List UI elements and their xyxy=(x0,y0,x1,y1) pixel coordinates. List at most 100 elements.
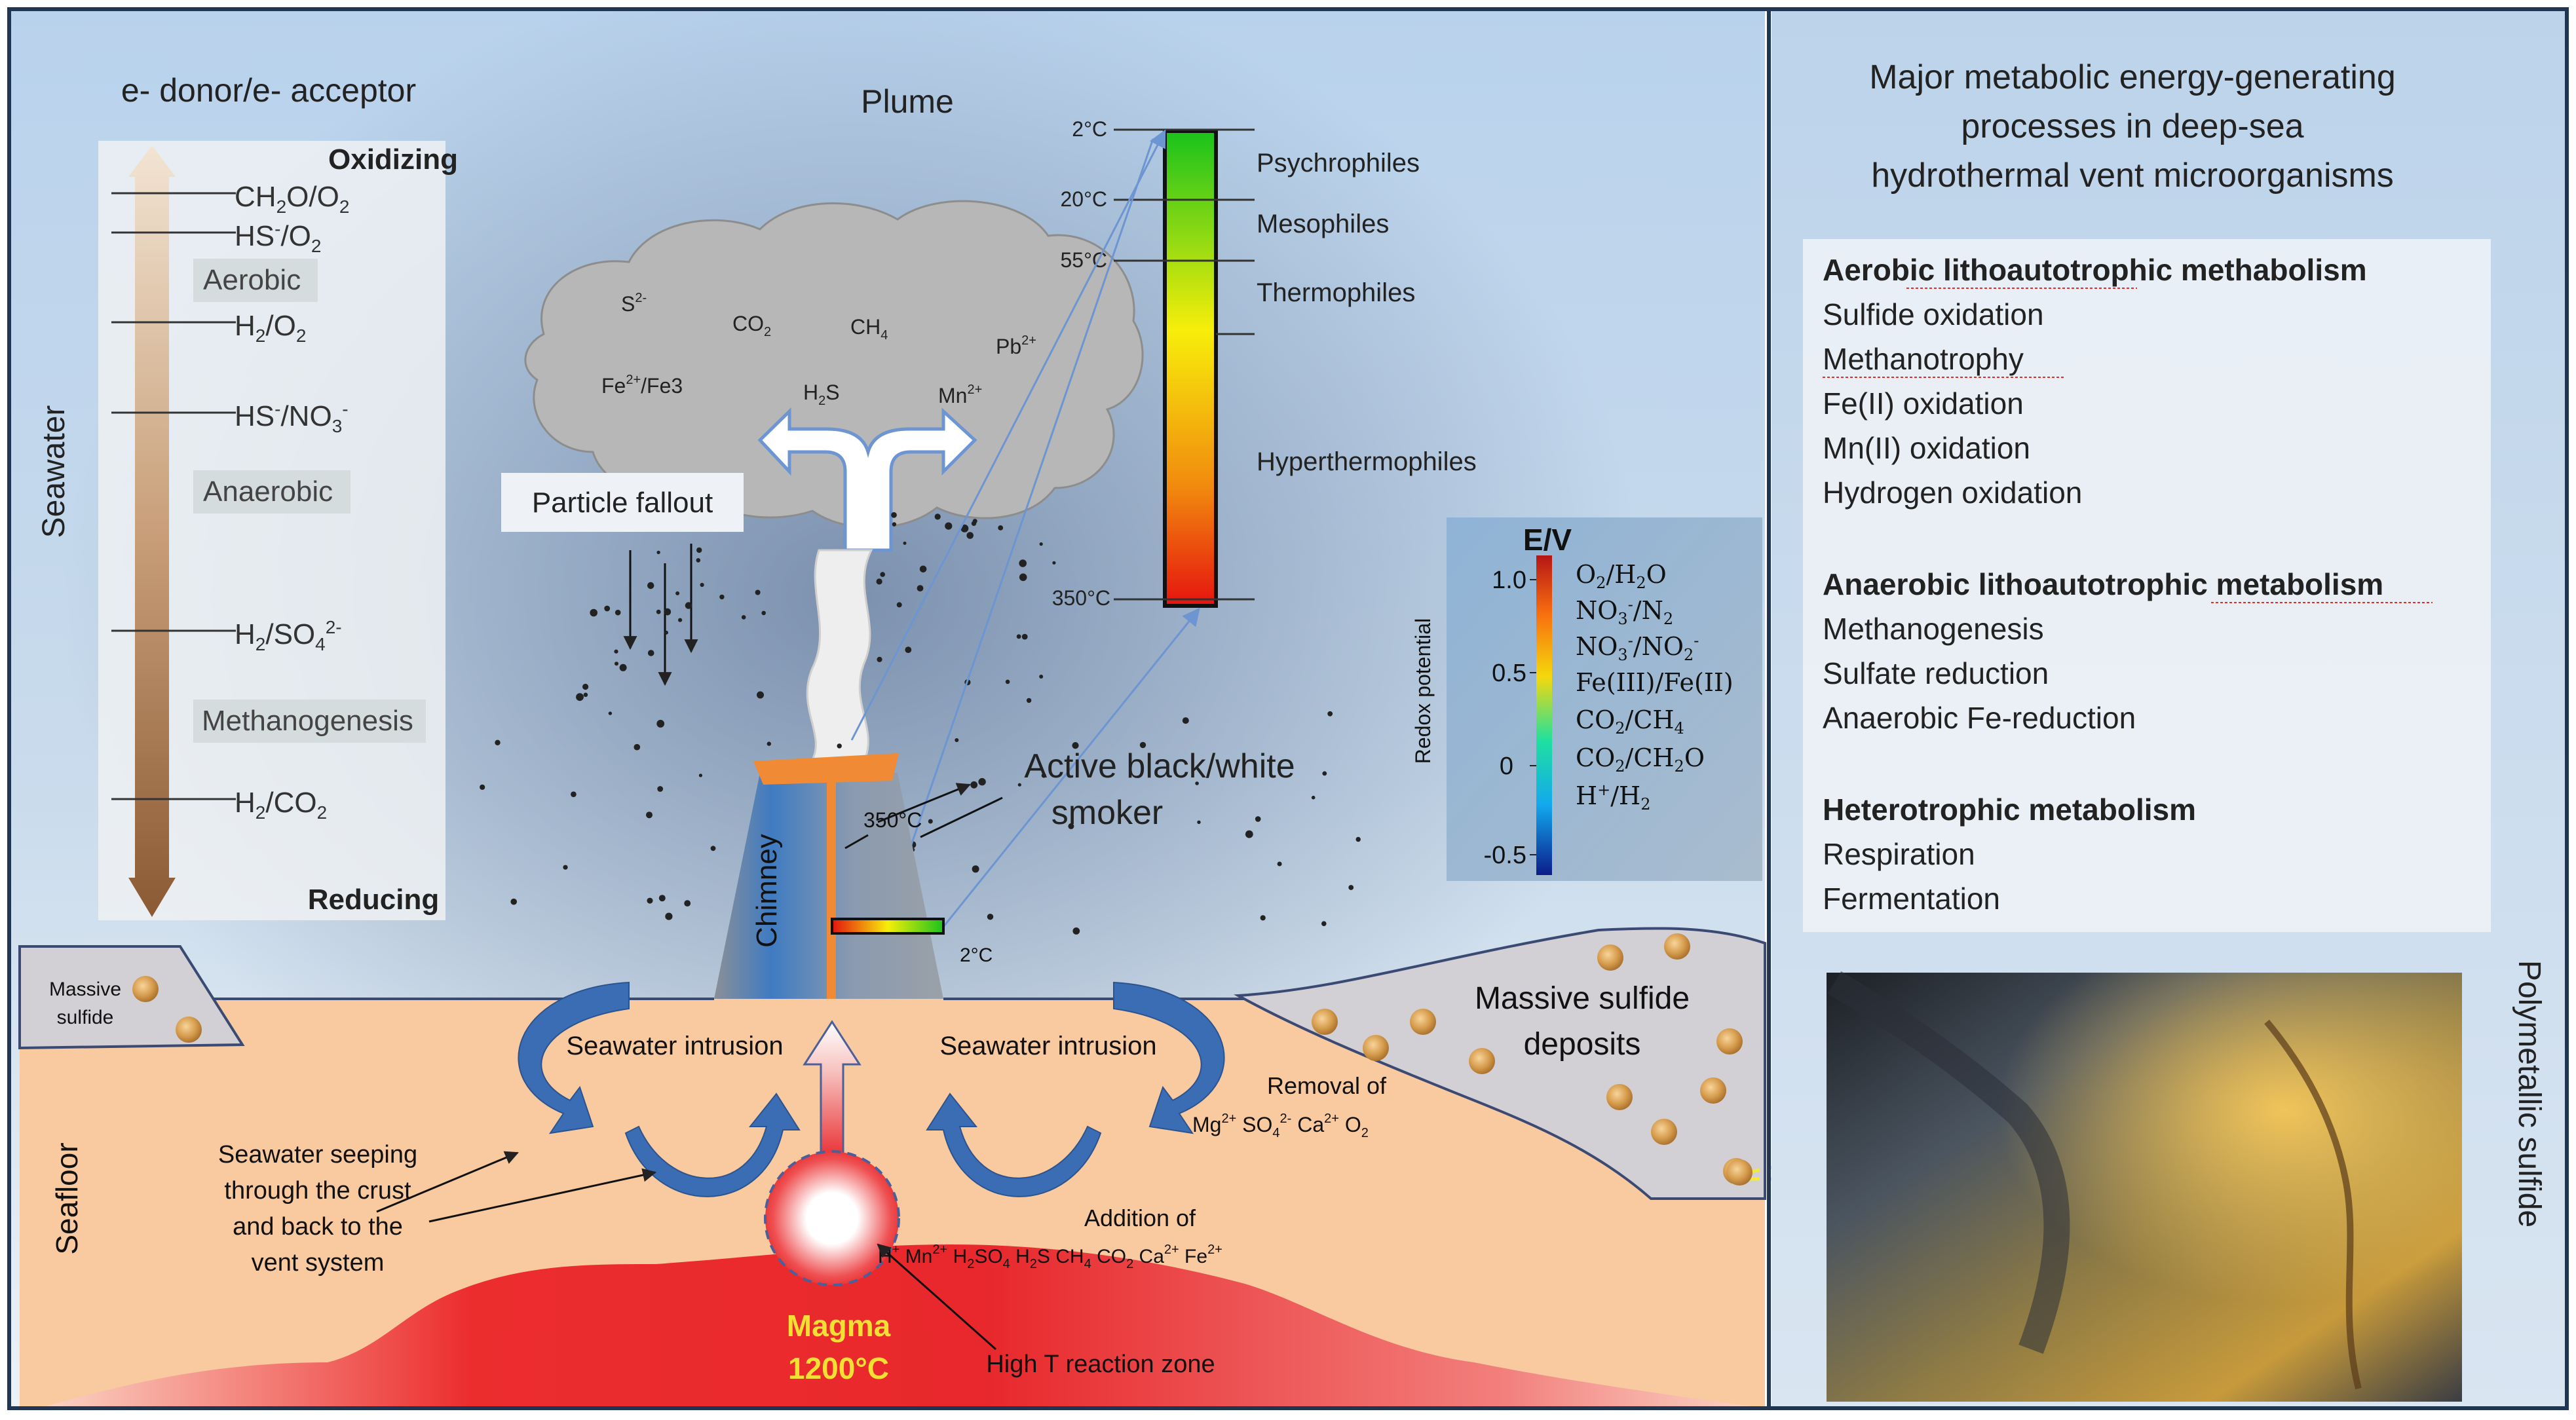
chimney-conduit xyxy=(827,779,836,999)
particle-dot xyxy=(700,582,704,588)
couple-no3-no2: NO3-/NO2- xyxy=(1576,631,1699,664)
particle-dot xyxy=(1327,711,1333,717)
item-hydrogen-oxidation: Hydrogen oxidation xyxy=(1823,476,2082,510)
mesophiles-label: Mesophiles xyxy=(1257,210,1389,238)
sulfide-ball xyxy=(1312,1009,1338,1035)
redox-couple-4: HS-/NO3- xyxy=(235,399,349,436)
particle-dot xyxy=(978,777,986,786)
reaction-zone-label: High T reaction zone xyxy=(986,1351,1215,1378)
particle-dot xyxy=(880,572,885,577)
thermometer-ticks xyxy=(1114,128,1255,601)
sulfide-ball xyxy=(1363,1035,1389,1061)
particle-dot xyxy=(1052,561,1056,565)
particle-dot xyxy=(987,914,994,920)
particle-dot xyxy=(590,608,597,617)
particle-dot xyxy=(696,558,701,563)
redox-scale-ticks xyxy=(1530,579,1536,855)
item-methanotrophy: Methanotrophy xyxy=(1823,342,2024,376)
seawater-intrusion-left: Seawater intrusion xyxy=(566,1032,783,1060)
spellcheck-underlines xyxy=(1823,288,2433,603)
thermometer-zoom-lines xyxy=(850,129,1200,927)
particle-dot xyxy=(582,683,589,690)
species-iron: Fe2+/Fe3 xyxy=(601,373,683,398)
addition-line1: Addition of xyxy=(1084,1205,1196,1231)
particle-dot xyxy=(696,547,702,553)
particle-dot xyxy=(903,541,907,545)
particle-dot xyxy=(896,602,902,608)
particle-dot xyxy=(656,550,660,555)
particle-dot xyxy=(657,786,664,792)
intrusion-arrow-right-inner xyxy=(926,1093,1102,1197)
particle-dot xyxy=(972,865,979,873)
particle-dot xyxy=(767,741,772,746)
massive-sulfide-right xyxy=(1234,927,1766,1200)
particle-dot xyxy=(495,739,501,746)
seawater-intrusion-arrows xyxy=(518,981,1225,1197)
psychrophiles-label: Psychrophiles xyxy=(1257,149,1420,178)
panel-title: Major metabolic energy-generating proces… xyxy=(1869,58,2396,195)
seeping-line3: and back to the xyxy=(233,1213,403,1241)
tick-55c: 55°C xyxy=(1061,248,1108,272)
vent-bar-temp: 2°C xyxy=(960,944,993,966)
vent-temperature-bar xyxy=(831,918,945,935)
metabolism-list: Aerobic lithoautotrophic methabolism Sul… xyxy=(1823,253,2383,916)
panel-title-line2: processes in deep-sea xyxy=(1961,107,2303,145)
particle-dot xyxy=(1017,783,1021,787)
sulfide-ball xyxy=(1664,933,1690,960)
sulfide-ball xyxy=(1606,1084,1633,1110)
particle-dot xyxy=(1021,633,1028,640)
particle-fallout-label: Particle fallout xyxy=(532,487,713,519)
aerobic-zone-box xyxy=(193,259,318,302)
section-heading-aerobic: Aerobic lithoautotrophic methabolism xyxy=(1823,253,2367,287)
particle-dot xyxy=(757,691,764,699)
anaerobic-label: Anaerobic xyxy=(203,476,333,508)
massive-sulfide-left-line1: Massive xyxy=(49,979,121,1000)
smoker-label-line1: Active black/white xyxy=(1024,747,1295,785)
chimney-temp-pointer xyxy=(844,834,869,850)
particle-dot xyxy=(892,522,897,527)
redox-ladder-ticks xyxy=(111,192,236,800)
particle-dot xyxy=(998,525,1004,531)
redox-potential-panel xyxy=(1447,517,1762,881)
upflow-arrow xyxy=(803,1020,862,1164)
seafloor-label: Seafloor xyxy=(50,1142,84,1254)
ev-label: E/V xyxy=(1523,523,1572,557)
particle-dot xyxy=(761,610,766,616)
magma xyxy=(39,1244,1765,1408)
particle-dot xyxy=(710,846,716,851)
particle-dot xyxy=(664,630,668,635)
particle-dot xyxy=(563,865,568,870)
item-fermentation: Fermentation xyxy=(1823,882,2000,916)
redox-couple-1: CH2O/O2 xyxy=(235,181,349,217)
particle-dot xyxy=(656,720,665,728)
particle-dot xyxy=(1139,741,1146,749)
particle-dot xyxy=(1072,927,1080,935)
massive-sulfide-right-line1: Massive sulfide xyxy=(1475,981,1690,1016)
redox-ladder-title: e- donor/e- acceptor xyxy=(121,72,416,109)
particle-dot xyxy=(966,532,974,539)
chimney-temp-label: 350°C xyxy=(863,808,922,832)
seawater-intrusion-right: Seawater intrusion xyxy=(939,1032,1156,1060)
polymetallic-label: Polymetallic sulfide xyxy=(2512,960,2547,1227)
redox-couple-3: H2/O2 xyxy=(235,310,306,346)
particle-dot xyxy=(658,895,666,902)
section-heading-heterotrophic: Heterotrophic metabolism xyxy=(1823,793,2196,827)
particle-dot xyxy=(1277,861,1282,867)
sulfide-ball xyxy=(1700,1077,1726,1104)
particle-dot xyxy=(685,602,692,609)
particle-dot xyxy=(1039,675,1044,679)
redox-colorbar xyxy=(1536,555,1552,875)
anaerobic-zone-box xyxy=(193,470,350,514)
particle-dot xyxy=(1245,830,1253,838)
particle-dot xyxy=(664,608,672,616)
particle-dot xyxy=(647,582,654,589)
plume-split-arrow xyxy=(757,407,977,552)
item-methanogenesis: Methanogenesis xyxy=(1823,612,2044,646)
sulfide-ball xyxy=(1716,1028,1743,1055)
seeping-line2: through the crust xyxy=(224,1177,411,1205)
sulfide-ball xyxy=(176,1017,202,1043)
sulfide-ball xyxy=(1410,1009,1436,1035)
item-fe-oxidation: Fe(II) oxidation xyxy=(1823,386,2024,420)
thermometer-bar xyxy=(1163,129,1218,608)
